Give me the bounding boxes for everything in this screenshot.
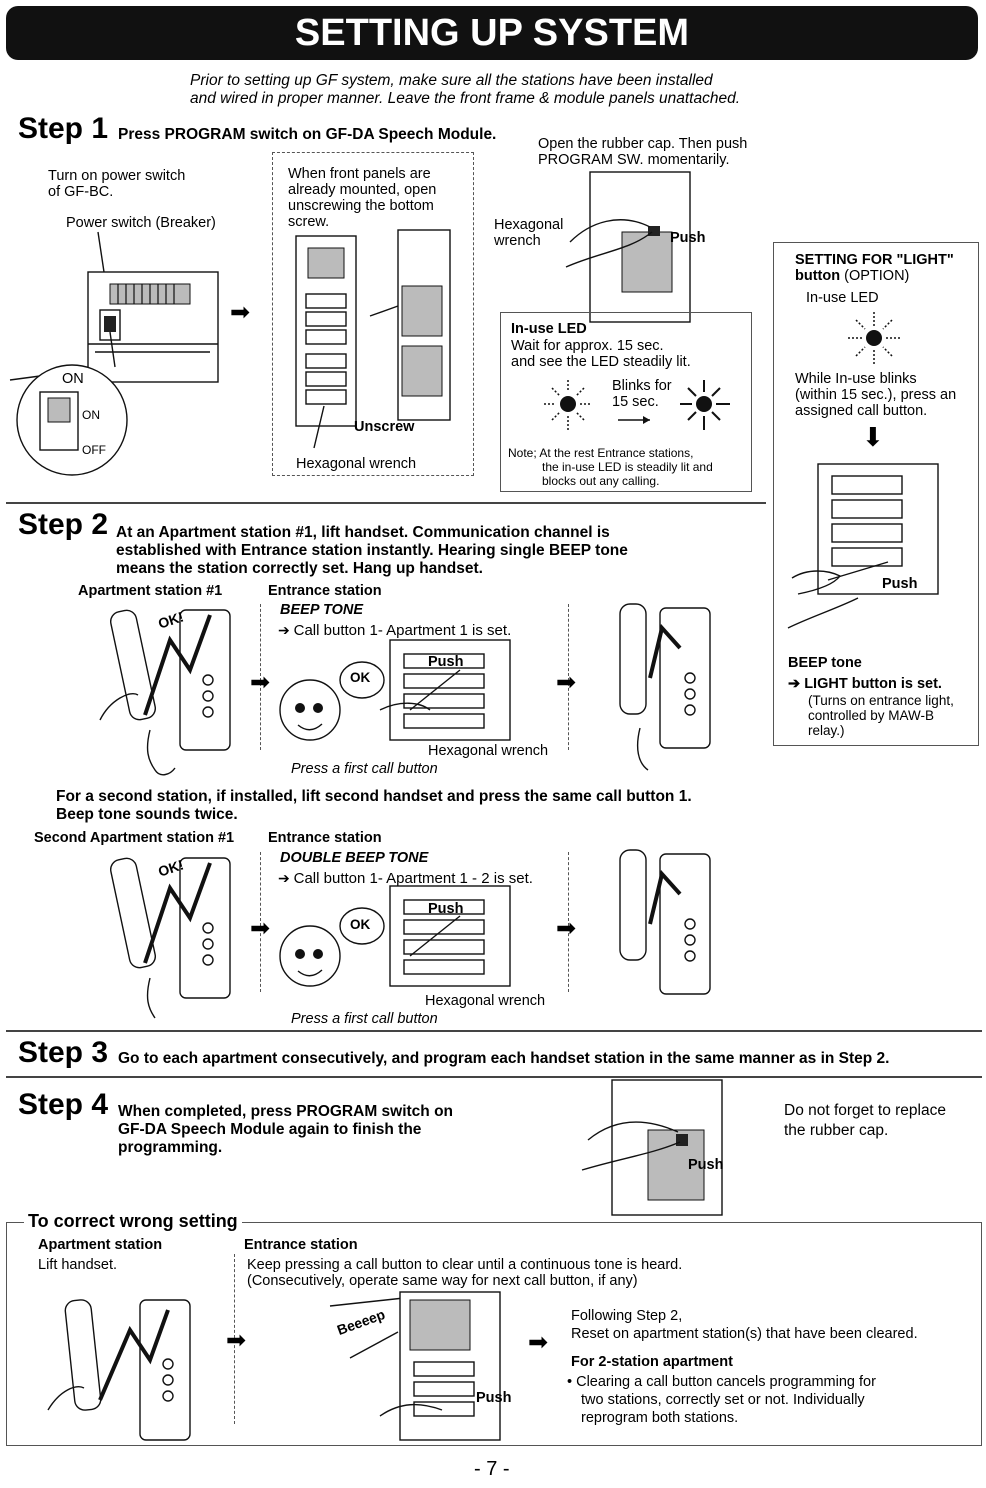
press-button-illustration	[279, 639, 511, 741]
double-beep-label: DOUBLE BEEP TONE	[280, 850, 429, 866]
unscrew-label: Unscrew	[354, 419, 415, 435]
light-sub: (Turns on entrance light,controlled by M…	[808, 693, 954, 738]
in-use-led-box	[500, 312, 752, 492]
arrow-icon: ➡	[226, 1327, 247, 1354]
page-number: - 7 -	[474, 1458, 510, 1480]
call-set-2-label: ➔ Call button 1- Apartment 1 - 2 is set.	[278, 870, 533, 887]
page-title: SETTING UP SYSTEM	[6, 6, 978, 60]
second-apt-label: Second Apartment station #1	[34, 830, 235, 846]
correct-title: To correct wrong setting	[24, 1211, 242, 1232]
ok-label-2: OK	[350, 917, 371, 932]
arrow-icon: ➡	[230, 299, 251, 326]
divider	[6, 502, 766, 504]
dashed-divider	[260, 852, 261, 992]
handset-lifted-illustration-2	[110, 857, 231, 1019]
light-title: SETTING FOR "LIGHT" button (OPTION)	[795, 252, 954, 284]
press-first-label-2: Press a first call button	[291, 1011, 438, 1027]
switch-off: OFF	[82, 443, 106, 457]
step3-label: Step 3	[18, 1036, 109, 1069]
call-button-panel-illustration	[787, 463, 939, 629]
entrance-station-label: Entrance station	[268, 583, 382, 599]
led-note: Note; At the rest Entrance stations, the…	[508, 446, 713, 488]
arrow-icon: ➡	[250, 669, 271, 696]
correct-push-label: Push	[476, 1390, 512, 1406]
call-set-label: ➔ Call button 1- Apartment 1 is set.	[278, 622, 512, 639]
lift-handset-label: Lift handset.	[38, 1257, 117, 1273]
hex-wrench-label: Hexagonal wrench	[428, 743, 549, 759]
light-result: ➔ LIGHT button is set.	[788, 676, 942, 692]
entrance-station-label-2: Entrance station	[268, 830, 382, 846]
entrance-panel-illustration	[295, 229, 451, 449]
dashed-divider	[568, 852, 569, 992]
hex-wrench-label-2: Hexagonal wrench	[425, 993, 546, 1009]
dashed-divider	[568, 604, 569, 750]
hex-wrench-label: Hexagonal wrench	[296, 456, 417, 472]
handset-lifted-illustration	[99, 609, 231, 776]
led-title: In-use LED	[511, 321, 587, 337]
panel-note-box	[272, 152, 474, 476]
led-text: Wait for approx. 15 sec.and see the LED …	[511, 338, 691, 370]
push-label: Push	[428, 654, 464, 670]
ok-label: OK	[350, 670, 371, 685]
arrow-icon: ➡	[528, 1329, 549, 1356]
correct-box	[6, 1222, 982, 1446]
speech-module-illustration-2	[581, 1079, 723, 1216]
arrow-icon: ➡	[556, 669, 577, 696]
second-station-note: For a second station, if installed, lift…	[56, 788, 692, 823]
switch-on: ON	[82, 408, 100, 422]
handset-lifted-illustration-3	[47, 1299, 191, 1441]
step1-heading: Press PROGRAM switch on GF-DA Speech Mod…	[118, 126, 497, 143]
on-label: ON	[62, 371, 84, 387]
step4-label: Step 4	[18, 1088, 109, 1121]
intro-text: Prior to setting up GF system, make sure…	[190, 72, 741, 107]
step1-label: Step 1	[18, 112, 109, 145]
divider	[6, 1030, 982, 1032]
down-arrow-icon: ⬇	[862, 422, 884, 452]
keep-pressing-text: Keep pressing a call button to clear unt…	[247, 1257, 683, 1289]
push-label-2: Push	[428, 901, 464, 917]
speech-module-illustration	[565, 171, 691, 323]
dashed-divider	[234, 1254, 235, 1424]
power-switch-label: Power switch (Breaker)	[66, 215, 216, 231]
press-first-label: Press a first call button	[291, 761, 438, 777]
apt-station-label: Apartment station #1	[78, 583, 223, 599]
arrow-icon: ➡	[250, 915, 271, 942]
arrow-icon: ➡	[556, 915, 577, 942]
handset-hung-illustration	[619, 603, 711, 771]
two-station-text: • Clearing a call button cancels program…	[567, 1374, 876, 1426]
led-icon	[848, 312, 900, 364]
press-button-illustration-2	[279, 885, 511, 987]
step2-label: Step 2	[18, 508, 109, 541]
light-instructions: While In-use blinks(within 15 sec.), pre…	[795, 371, 957, 419]
breaker-illustration	[9, 231, 219, 476]
step3-heading: Go to each apartment consecutively, and …	[118, 1050, 890, 1067]
light-setting-box	[773, 242, 979, 746]
beep-tone-label: BEEP TONE	[280, 602, 363, 618]
handset-hung-illustration-2	[619, 849, 711, 995]
following-text: Following Step 2,Reset on apartment stat…	[571, 1308, 918, 1342]
led-blink-icon	[544, 380, 730, 430]
step4-push-label: Push	[688, 1157, 724, 1173]
light-beep-label: BEEP tone	[788, 655, 862, 671]
divider	[6, 1076, 982, 1078]
correct-ent-label: Entrance station	[244, 1237, 358, 1253]
light-led-label: In-use LED	[806, 290, 879, 306]
correct-apt-label: Apartment station	[38, 1237, 163, 1253]
entrance-clear-illustration	[329, 1291, 501, 1441]
step2-heading: At an Apartment station #1, lift handset…	[116, 524, 628, 577]
push-label: Push	[670, 230, 706, 246]
two-station-title: For 2-station apartment	[571, 1354, 733, 1370]
light-push-label: Push	[882, 576, 918, 592]
dashed-divider	[260, 604, 261, 750]
